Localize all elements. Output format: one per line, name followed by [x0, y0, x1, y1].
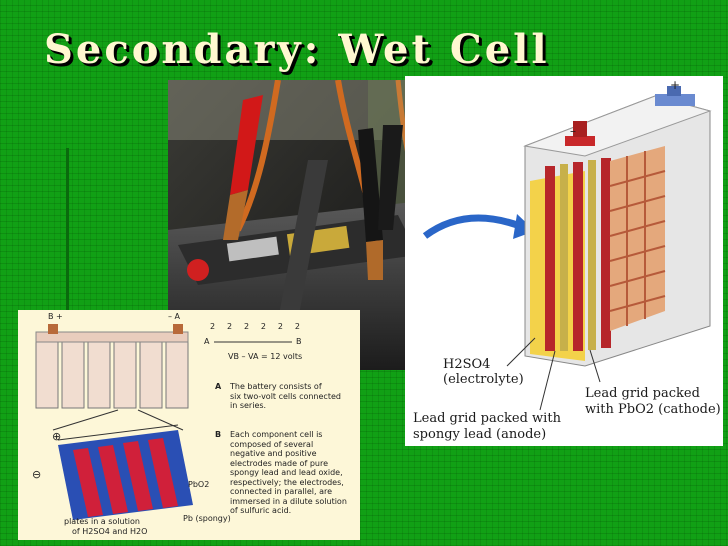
note-b-line: respectively; the electrodes, — [230, 477, 344, 487]
note-b-line: electrodes made of pure — [230, 458, 328, 468]
plate-stack — [52, 409, 193, 520]
electrolyte-formula: H2SO4 — [443, 357, 491, 372]
note-b: Each component cell is composed of sever… — [230, 430, 360, 516]
cathode-label-line1: Lead grid packed — [585, 386, 700, 401]
voltage-equation: VB – VA = 12 volts — [228, 352, 303, 361]
series-end-b: B — [296, 337, 302, 346]
series-cell-voltage: 2 — [277, 322, 283, 331]
note-b-line: immersed in a dilute solution — [230, 496, 347, 506]
plates-group — [545, 158, 611, 351]
plus-terminal-label: + — [670, 78, 681, 92]
note-b-line: negative and positive — [230, 449, 317, 458]
series-cell-voltage: 2 — [294, 322, 300, 331]
plus-symbol: ⊕ — [52, 430, 62, 443]
series-cells-figure: B + – A 2 2 2 2 2 2 A B VB – VA = 12 vol… — [18, 310, 360, 540]
note-b-line: of sulfuric acid. — [230, 506, 292, 515]
note-a-line: six two-volt cells connected — [230, 391, 341, 401]
series-number-row: 2 2 2 2 2 2 — [210, 322, 300, 332]
series-cell-voltage: 2 — [210, 322, 216, 331]
wet-cell-diagram: + – H2SO4 (electrolyte) Lead grid packed… — [405, 76, 723, 446]
pbo2-label: PbO2 — [188, 480, 210, 489]
cell-cutaway-drawing — [422, 86, 712, 411]
note-a: The battery consists of six two-volt cel… — [230, 382, 360, 411]
terminal-b-label: B + — [48, 312, 63, 321]
battery-cells — [35, 324, 189, 409]
note-b-line: spongy lead and lead oxide, — [230, 468, 343, 477]
terminal-a-label: – A — [168, 312, 181, 321]
anode-label-line1: Lead grid packed with — [413, 411, 561, 426]
note-b-line: Each component cell is — [230, 430, 323, 439]
note-a-line: The battery consists of — [230, 382, 322, 391]
plates-caption-line2: of H2SO4 and H2O — [72, 527, 148, 536]
note-a-letter: A — [215, 382, 222, 391]
pb-spongy-label: Pb (spongy) — [183, 514, 231, 523]
series-cell-voltage: 2 — [243, 322, 250, 331]
note-b-line: connected in parallel, are — [230, 487, 333, 496]
series-end-a: A — [204, 337, 210, 346]
note-b-letter: B — [215, 430, 222, 439]
minus-symbol: ⊖ — [32, 468, 42, 481]
series-cells-drawing — [35, 324, 292, 520]
series-cell-voltage: 2 — [260, 322, 266, 331]
note-b-line: composed of several — [230, 439, 314, 449]
cathode-label-line2: with PbO2 (cathode) — [585, 402, 721, 417]
minus-terminal-label: – — [570, 124, 576, 138]
anode-label-line2: spongy lead (anode) — [413, 427, 547, 442]
electrolyte-label: (electrolyte) — [443, 372, 524, 387]
slide-title: Secondary: Wet Cell — [44, 26, 550, 73]
note-a-line: in series. — [230, 401, 267, 410]
plates-caption-line1: plates in a solution — [64, 517, 140, 526]
series-cell-voltage: 2 — [226, 322, 233, 331]
